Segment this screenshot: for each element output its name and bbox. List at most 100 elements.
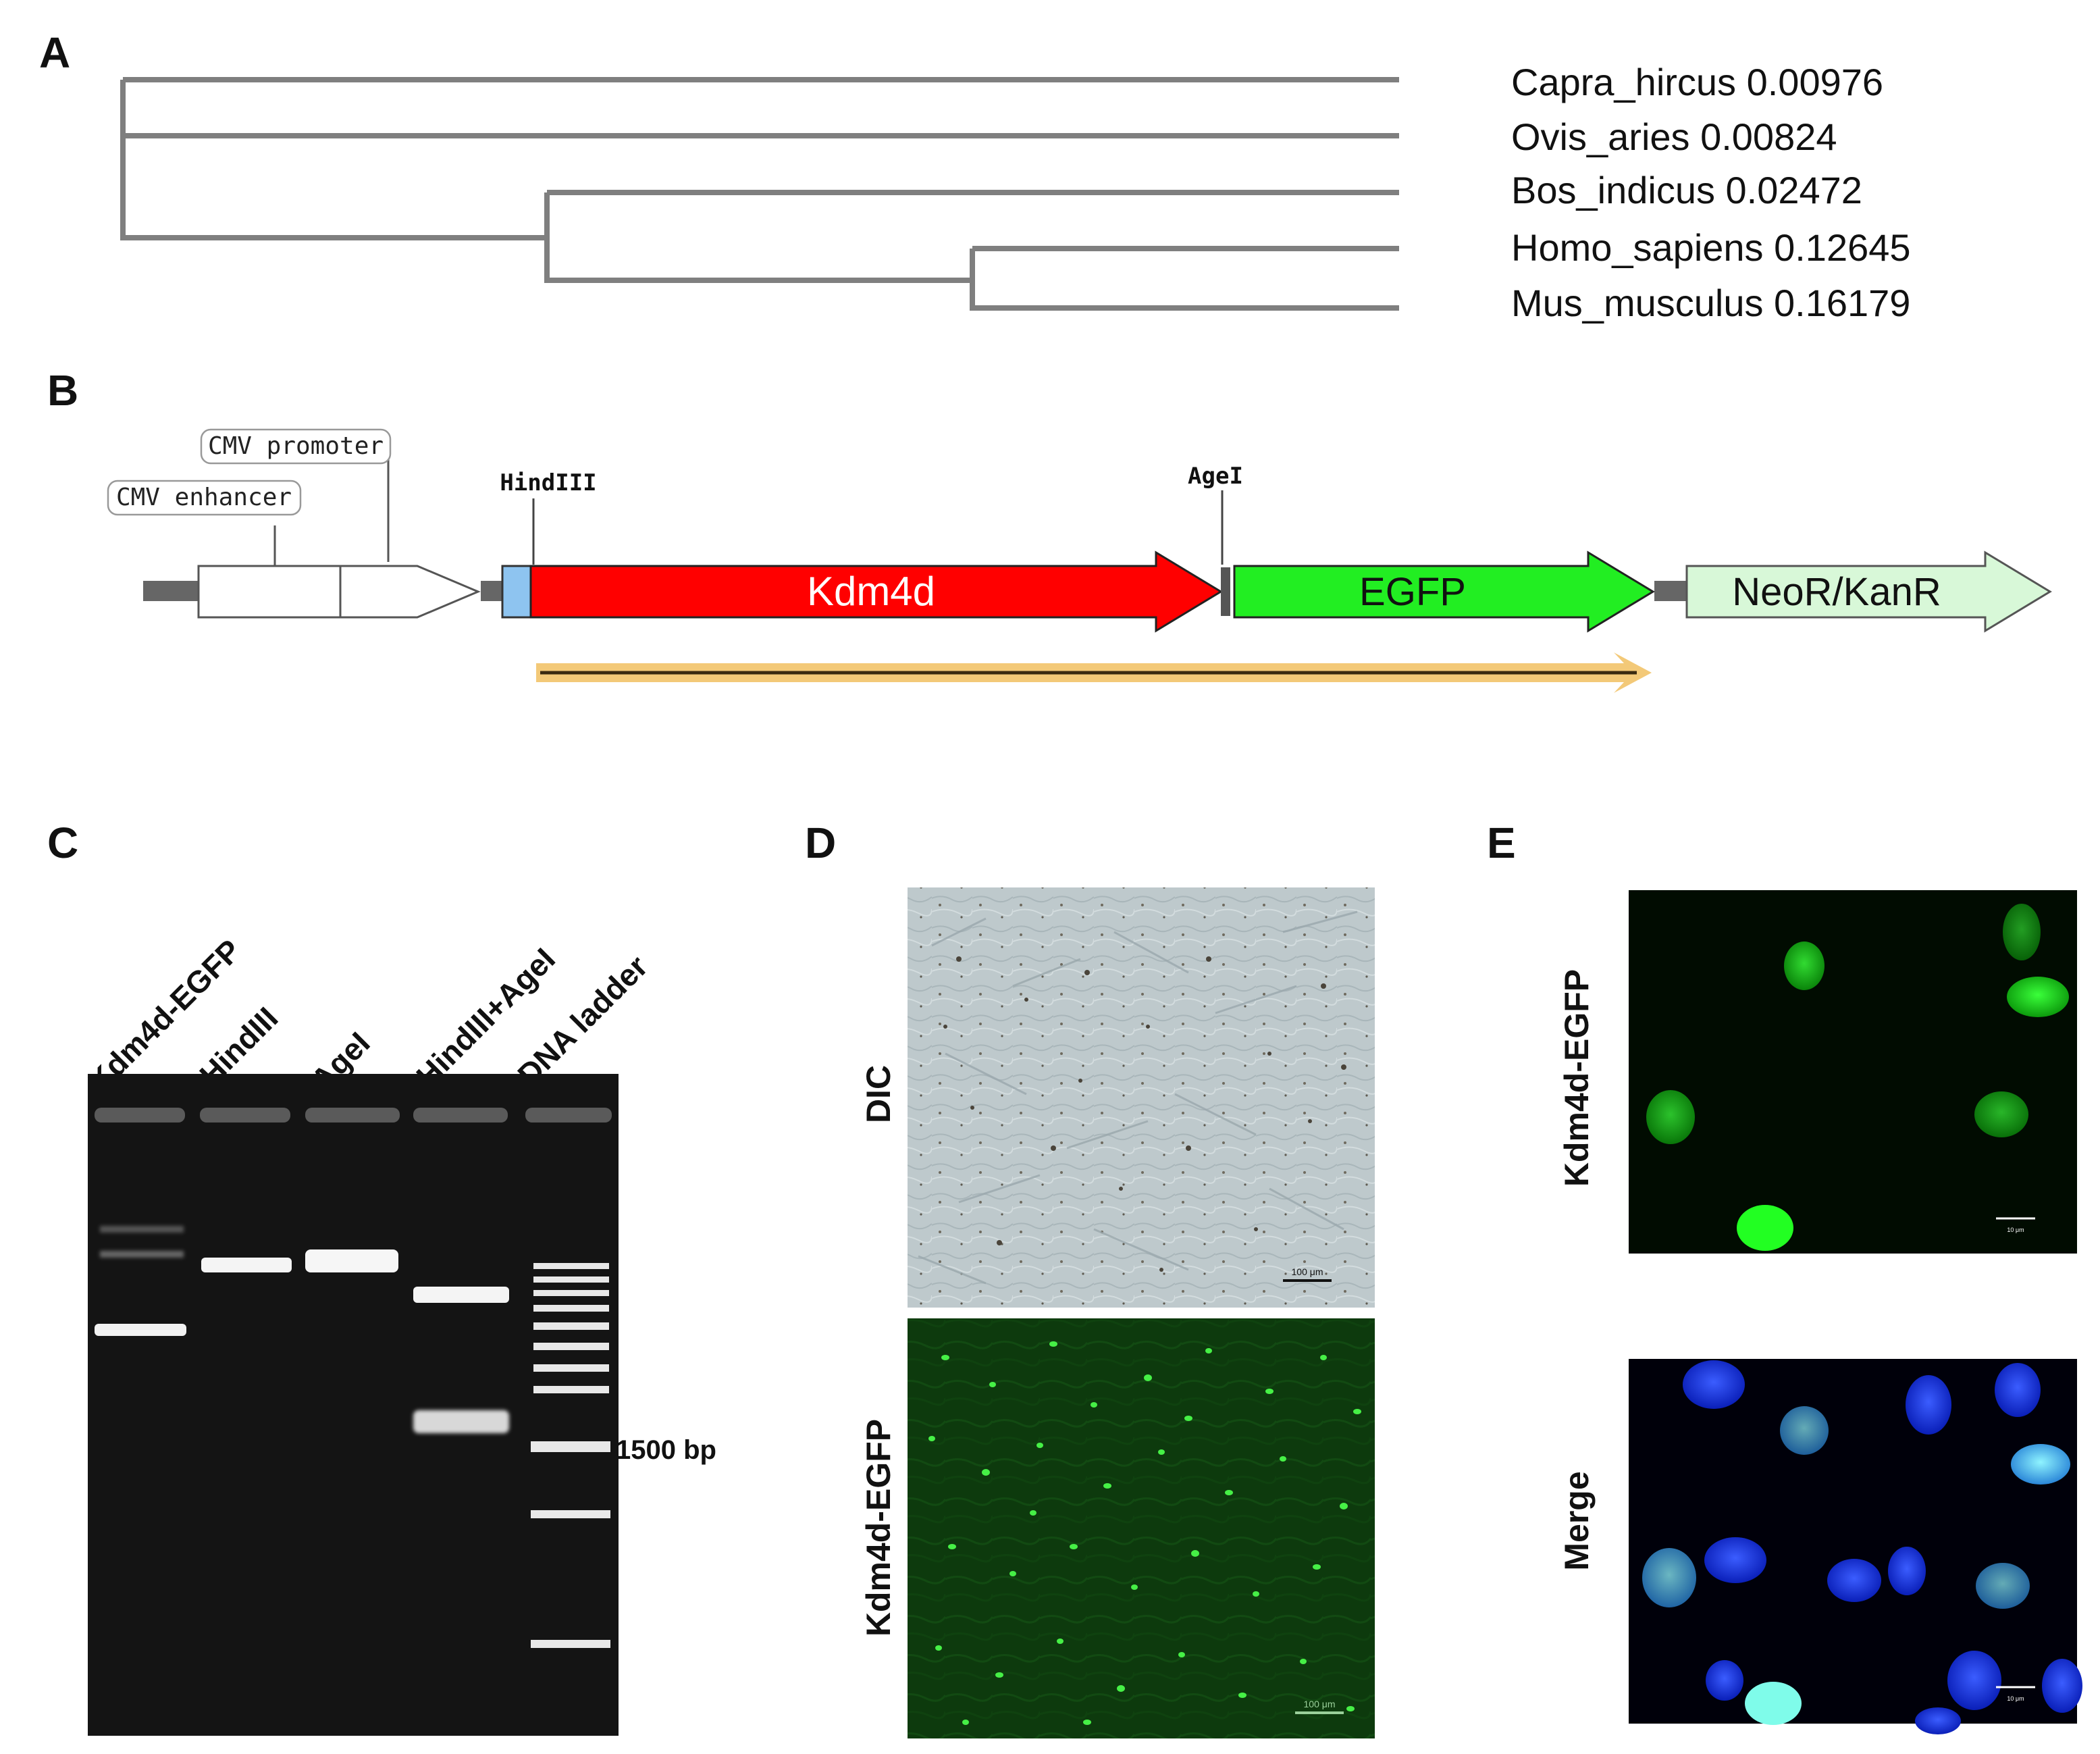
cell-strokes xyxy=(918,910,1358,1285)
panel-b-label: B xyxy=(47,366,78,415)
gel-image xyxy=(88,1074,619,1736)
egfp-label: EGFP xyxy=(1359,570,1466,614)
taxon-label: Capra_hircus 0.00976 xyxy=(1511,61,1883,103)
merge-confocal-background xyxy=(1629,1359,2077,1724)
ladder-band xyxy=(533,1276,609,1283)
merge-confocal-image: 10 μm xyxy=(1629,1359,2082,1734)
gel-well xyxy=(525,1108,612,1123)
egfp-feature xyxy=(1233,550,1655,633)
tree-root-branch xyxy=(120,80,547,240)
kdm4d-feature xyxy=(529,550,1223,633)
egfp-nucleus xyxy=(1646,1090,1695,1144)
dapi-nucleus xyxy=(1915,1707,1961,1734)
gel-wells xyxy=(95,1108,612,1123)
cmv-enhancer-callout xyxy=(107,480,302,516)
merged-nucleus xyxy=(1745,1682,1802,1725)
merged-nucleus xyxy=(1642,1548,1696,1607)
egfp-row-label: Kdm4d-EGFP xyxy=(1558,969,1596,1187)
gel-well xyxy=(413,1108,508,1123)
panel-c: C Kdm4d-EGFP HindIII AgeI HindIII+AgeI D… xyxy=(47,819,716,1736)
dapi-nucleus xyxy=(1947,1651,2001,1710)
utr-feature xyxy=(501,565,532,619)
taxon-label: Ovis_aries 0.00824 xyxy=(1511,115,1837,158)
panel-e: E Kdm4d-EGFP Merge 10 μm xyxy=(1487,819,2082,1734)
cmv-promoter-callout xyxy=(200,428,392,465)
dapi-nucleus xyxy=(2042,1659,2082,1713)
dapi-nucleus xyxy=(1888,1547,1926,1595)
kdm4d-label: Kdm4d xyxy=(807,569,935,614)
fluorescence-row-label: Kdm4d-EGFP xyxy=(860,1419,897,1636)
dapi-nucleus xyxy=(1683,1360,1745,1409)
dapi-nucleus xyxy=(1995,1363,2041,1417)
merged-nucleus xyxy=(1780,1406,1829,1455)
cmv-promoter-feature xyxy=(339,565,481,619)
merged-nucleus xyxy=(1976,1563,2030,1609)
backbone-segment xyxy=(481,581,504,601)
gel-band xyxy=(413,1410,509,1433)
dic-image xyxy=(908,887,1375,1308)
panel-a: A Capra_hircus 0.00976 Ovis_aries 0.0082… xyxy=(39,28,1911,324)
gel-band xyxy=(100,1251,184,1258)
neor-label: NeoR/KanR xyxy=(1732,570,1941,614)
gel-well xyxy=(95,1108,185,1123)
dic-micrograph: 100 μm xyxy=(908,887,1375,1308)
panel-b: B CMV enhancer CMV promoter Kdm4d xyxy=(47,366,2052,693)
taxon-label: Homo_sapiens 0.12645 xyxy=(1511,226,1911,269)
gel-band xyxy=(95,1324,186,1336)
debris xyxy=(943,956,1346,1272)
cmv-enhancer-label: CMV enhancer xyxy=(116,484,292,511)
backbone-segment xyxy=(1654,581,1687,601)
ladder-band xyxy=(533,1290,609,1296)
panel-d-label: D xyxy=(805,819,836,867)
ladder-band xyxy=(533,1263,609,1269)
ladder-band xyxy=(533,1305,609,1312)
ladder-band xyxy=(531,1441,610,1452)
dapi-nucleus xyxy=(1706,1660,1743,1701)
dapi-nucleus xyxy=(1827,1559,1881,1602)
agarose-gel xyxy=(88,1074,619,1736)
gel-band xyxy=(100,1226,184,1233)
backbone-segment xyxy=(143,581,199,601)
scale-bar-label: 100 μm xyxy=(1304,1699,1336,1709)
fluorescence-image xyxy=(908,1318,1375,1738)
panel-a-label: A xyxy=(39,28,70,77)
ladder-band xyxy=(531,1510,610,1518)
ladder-band xyxy=(533,1322,609,1330)
egfp-confocal-image: 10 μm xyxy=(1629,890,2077,1254)
cmv-enhancer-feature xyxy=(197,565,342,619)
gel-band xyxy=(201,1258,292,1272)
fluorescent-nuclei xyxy=(928,1341,1361,1725)
ladder-band xyxy=(533,1386,609,1393)
taxa-labels: Capra_hircus 0.00976 Ovis_aries 0.00824 … xyxy=(1511,61,1911,324)
ladder-marker-label: 1500 bp xyxy=(616,1435,716,1465)
neor-feature xyxy=(1685,550,2052,633)
gel-band xyxy=(305,1249,398,1272)
egfp-confocal-haze xyxy=(1629,890,2077,1254)
tree-internal-branch xyxy=(544,192,972,283)
linker-feature xyxy=(1221,567,1230,616)
scale-bar-label: 10 μm xyxy=(2007,1227,2024,1233)
panel-d: D DIC Kdm4d-EGFP 100 μm xyxy=(805,819,1375,1738)
taxon-label: Bos_indicus 0.02472 xyxy=(1511,169,1862,211)
merged-nucleus xyxy=(2011,1444,2070,1485)
egfp-nucleus xyxy=(1784,942,1825,990)
ladder-band xyxy=(533,1364,609,1372)
gel-well xyxy=(200,1108,290,1123)
panel-e-label: E xyxy=(1487,819,1516,867)
panel-c-label: C xyxy=(47,819,78,867)
egfp-nucleus xyxy=(1737,1205,1793,1251)
taxon-label: Mus_musculus 0.16179 xyxy=(1511,282,1910,324)
scale-bar-label: 10 μm xyxy=(2007,1695,2024,1702)
gel-haze xyxy=(88,1074,619,1736)
tree-branch-mus xyxy=(970,249,1399,311)
fluorescence-micrograph: 100 μm xyxy=(908,1318,1375,1738)
egfp-nucleus xyxy=(1974,1091,2028,1137)
ladder-band xyxy=(533,1343,609,1350)
hindiii-site-label: HindIII xyxy=(500,469,596,496)
dna-ladder xyxy=(531,1263,610,1648)
ladder-band xyxy=(531,1640,610,1648)
agei-site-label: AgeI xyxy=(1188,463,1243,490)
gel-band xyxy=(413,1287,509,1303)
